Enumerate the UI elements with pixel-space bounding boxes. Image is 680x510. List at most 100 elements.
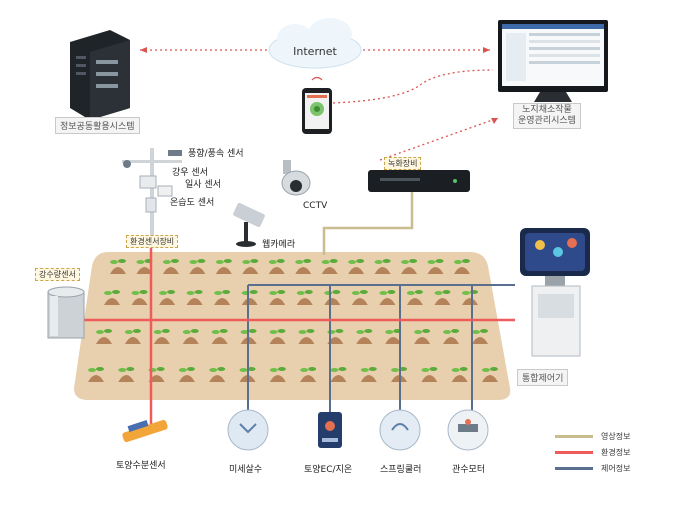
soil-mound [124, 337, 141, 344]
leaf [161, 329, 170, 333]
webcam-icon [233, 202, 265, 247]
legend-swatch [555, 450, 593, 454]
irrigation-motor-icon [447, 409, 489, 451]
soil-mound [241, 298, 258, 305]
rain-detect-sensor-label: 강우 센서 [172, 168, 208, 178]
leaf [356, 330, 365, 334]
soil-mound [96, 337, 112, 344]
leaf [421, 368, 430, 372]
leaf [277, 290, 286, 294]
soil-mound [374, 267, 391, 274]
leaf [295, 260, 304, 264]
soil-mound [118, 375, 135, 382]
leaf [269, 291, 278, 295]
soil-mound [136, 267, 153, 274]
soil-mound [451, 375, 468, 382]
soil-mound [356, 337, 373, 344]
leaf [132, 329, 141, 333]
leaf [472, 330, 480, 334]
leaf [124, 330, 133, 334]
soil-mound [189, 267, 206, 274]
soil-mound [482, 375, 498, 382]
leaf [329, 259, 338, 263]
soil-mound [348, 267, 365, 274]
leaf [359, 290, 368, 294]
leaf [401, 260, 410, 264]
leaf [118, 259, 126, 263]
management-system-label: 노지채소작물 운영관리시스템 [513, 103, 581, 129]
controller-label: 통합제어기 [517, 369, 569, 386]
humidity-sensor-label: 온습도 센서 [170, 198, 215, 208]
soil-mound [242, 267, 259, 274]
leaf [268, 260, 277, 264]
leaf [443, 330, 452, 334]
leaf [434, 291, 443, 295]
cctv-label: CCTV [303, 201, 328, 211]
soil-mound [296, 298, 313, 305]
rain-gauge-icon [47, 286, 85, 339]
leaf [409, 259, 418, 263]
leaf [406, 291, 415, 295]
leaf [250, 259, 259, 263]
leaf [327, 330, 336, 334]
leaf [414, 330, 423, 334]
leaf [88, 368, 96, 372]
environment-lines [82, 245, 515, 428]
leaf [215, 260, 224, 264]
leaf [139, 290, 148, 294]
leaf [182, 330, 191, 334]
soil-mound [131, 298, 148, 305]
soil-mound [406, 298, 423, 305]
soil-mound [360, 375, 377, 382]
soil-mound [443, 337, 460, 344]
soil-mound [379, 298, 396, 305]
leaf [104, 291, 112, 295]
soil-mound [104, 298, 120, 305]
leaf [324, 291, 333, 295]
leaf [387, 290, 396, 294]
leaf [451, 329, 460, 333]
leaf [332, 290, 341, 294]
leaf [170, 259, 179, 263]
leaf [214, 291, 223, 295]
soil-mound [186, 298, 203, 305]
leaf [240, 330, 249, 334]
solar-sensor-label: 일사 센서 [185, 180, 221, 190]
leaf [351, 291, 360, 295]
soil-ec-label: 토양EC/지온 [304, 465, 353, 475]
leaf [178, 368, 187, 372]
legend-item-environment: 환경정보 [555, 444, 665, 460]
leaf [304, 290, 313, 294]
leaf [399, 367, 408, 371]
soil-mound [472, 337, 488, 344]
soil-mound [211, 337, 228, 344]
soil-mound [268, 267, 285, 274]
leaf [459, 367, 468, 371]
leaf [306, 329, 315, 333]
soil-mound [385, 337, 402, 344]
rain-sensor-label: 강수량센서 [35, 268, 80, 281]
arrowhead [483, 47, 490, 53]
leaf [364, 329, 373, 333]
soil-mound [295, 267, 312, 274]
leaf [96, 330, 104, 334]
management-system-line2: 운영관리시스템 [518, 116, 576, 126]
leaf [462, 291, 470, 295]
leaf [219, 329, 228, 333]
video-lines [322, 190, 414, 255]
internet-label: Internet [293, 45, 337, 58]
recorder-icon [368, 170, 470, 192]
leaf [321, 260, 330, 264]
leaf [382, 259, 391, 263]
soil-mound [215, 267, 232, 274]
leaf [277, 367, 286, 371]
leaf [300, 368, 309, 372]
soil-mound [148, 375, 165, 382]
internet-links [140, 49, 499, 161]
leaf [368, 367, 377, 371]
soil-mound [401, 267, 418, 274]
leaf [217, 367, 226, 371]
info-system-label: 정보공동활용시스템 [55, 117, 140, 134]
leaf [451, 368, 460, 372]
